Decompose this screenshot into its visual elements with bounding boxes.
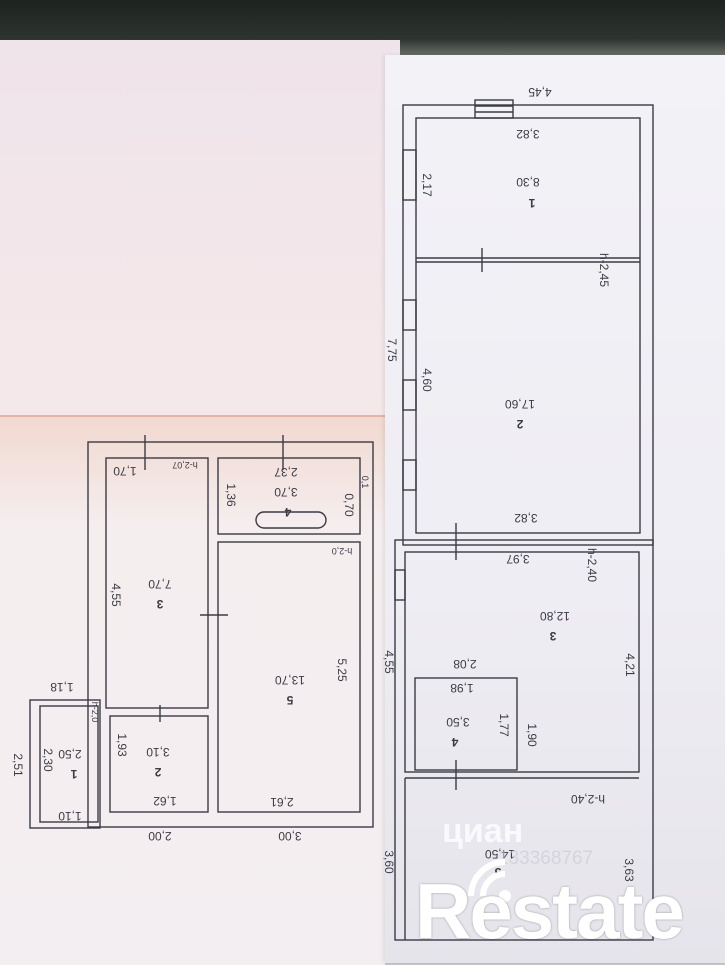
l-total-top-left: 2,00	[148, 829, 172, 843]
l1-outer: 2,51	[11, 753, 25, 777]
cian-watermark: циан	[442, 812, 524, 850]
r2-area: 17,60	[505, 397, 535, 411]
r1-area: 8,30	[516, 175, 540, 189]
l4-height: 1,36	[224, 483, 238, 507]
r-total-width: 4,45	[528, 85, 552, 99]
l3-width: 1,70	[113, 464, 137, 478]
l1-number: 1	[70, 767, 77, 781]
r-side-bottom: 3,60	[382, 850, 396, 874]
l5-ceiling: h-2,0	[332, 546, 353, 556]
r3-area: 12,80	[540, 609, 570, 623]
left-plan-room4	[217, 457, 361, 535]
r1-width: 3,82	[516, 127, 540, 141]
right-plan-room3	[404, 551, 640, 773]
r4-height: 1,77	[497, 713, 511, 737]
window-top	[474, 99, 514, 119]
r-side-top: 7,75	[385, 338, 399, 362]
r1-ceiling: h-2,45	[597, 253, 611, 287]
r1-height: 2,17	[420, 173, 434, 197]
right-plan-outer-bottom	[394, 539, 654, 941]
r2-width: 3,82	[514, 511, 538, 525]
r4-number: 4	[451, 735, 458, 749]
restate-logo: Restate	[415, 858, 720, 958]
right-plan-outer-top	[402, 104, 654, 546]
r-side-mid: 4,55	[382, 650, 396, 674]
window-r1	[402, 149, 417, 201]
l5-number: 5	[286, 693, 293, 707]
l3-height: 4,55	[109, 583, 123, 607]
cian-watermark-number: 133368767	[498, 848, 594, 869]
r5-area: 14,50	[485, 847, 515, 861]
l4-corner: 0,1	[360, 476, 370, 489]
r3-height: 4,21	[623, 653, 637, 677]
right-sheet	[385, 55, 725, 963]
l2-area: 3,10	[146, 745, 170, 759]
window-r2c	[402, 459, 417, 491]
l4-area: 3,70	[274, 485, 298, 499]
left-plan-room5	[217, 541, 361, 813]
l4-width: 2,37	[274, 465, 298, 479]
l-total-top: 3,00	[278, 829, 302, 843]
l1-height: 2,30	[41, 748, 55, 772]
left-plan-outer	[87, 441, 374, 828]
left-sheet-lower	[0, 415, 385, 965]
logo-text: Restate	[415, 867, 685, 955]
l3-number: 3	[156, 597, 163, 611]
l2-height: 1,93	[115, 733, 129, 757]
right-plan-room4	[414, 677, 518, 771]
left-plan-room1-outer	[29, 699, 101, 829]
window-r2b	[402, 379, 417, 411]
l3-ceiling: h-2,07	[172, 460, 198, 470]
l1-ceiling: h-2,0	[90, 702, 100, 723]
left-plan-room3	[105, 457, 209, 709]
l2-width: 1,62	[153, 794, 177, 808]
l5-height: 5,25	[335, 658, 349, 682]
r3-ceiling: h-2,40	[585, 548, 599, 582]
l3-area: 7,70	[148, 577, 172, 591]
l1-area: 2,50	[58, 747, 82, 761]
r3-inner: 1,90	[525, 723, 539, 747]
l2-number: 2	[154, 765, 161, 779]
left-plan-room2	[109, 715, 209, 813]
r4-width: 1,98	[450, 681, 474, 695]
r3-number: 3	[549, 629, 556, 643]
r4-top: 2,08	[453, 657, 477, 671]
r5-ceiling: h-2,40	[571, 792, 605, 806]
r2-height: 4,60	[420, 368, 434, 392]
r5-height: 3,63	[622, 858, 636, 882]
r1-number: 1	[528, 196, 535, 210]
r4-area: 3,50	[446, 715, 470, 729]
left-plan-room1	[39, 705, 99, 823]
l4-number: 4	[284, 505, 291, 519]
l1-top: 1,18	[50, 680, 74, 694]
l5-area: 13,70	[275, 673, 305, 687]
l4-side: 0,70	[342, 493, 356, 517]
r3-width: 3,97	[506, 552, 530, 566]
signal-icon	[468, 859, 511, 902]
l5-width: 2,61	[270, 795, 294, 809]
r2-number: 2	[516, 417, 523, 431]
window-r2a	[402, 299, 417, 331]
l1-width: 1,10	[58, 809, 82, 823]
window-r3	[394, 569, 406, 601]
bathtub	[255, 511, 327, 529]
